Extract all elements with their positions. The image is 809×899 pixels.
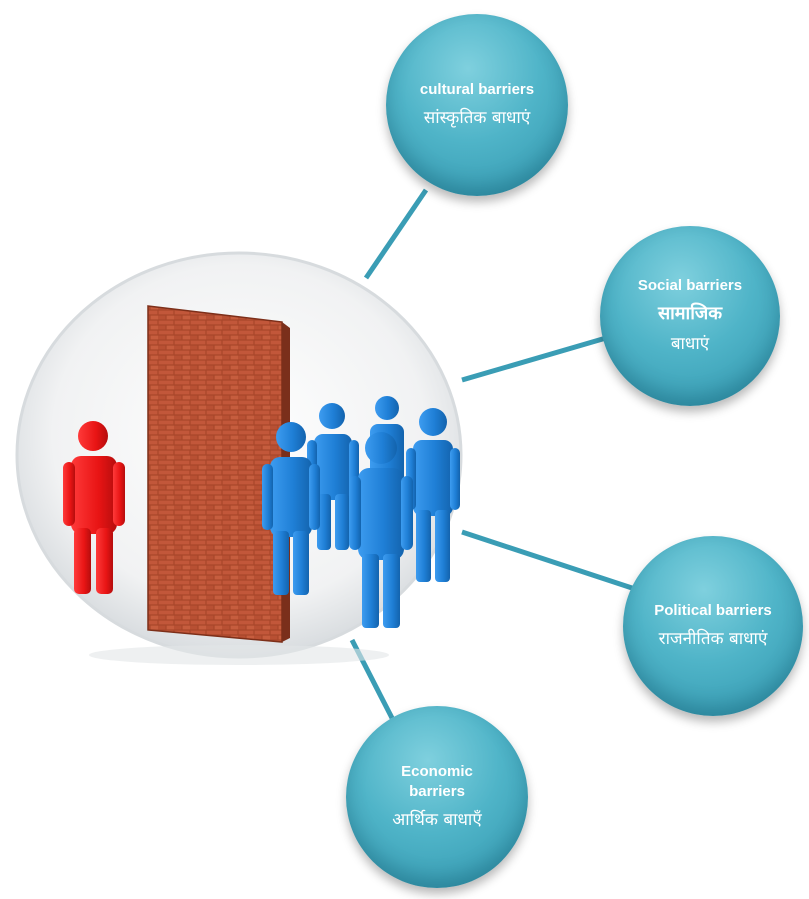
economic-label-en: Economic barriers (401, 763, 473, 800)
social-label-hi-sub: बाधाएं (670, 334, 710, 354)
social-barriers-node: Social barriers सामाजिक बाधाएं (600, 226, 780, 406)
connector-cultural (363, 188, 429, 280)
political-barriers-node: Political barriers राजनीतिक बाधाएं (623, 536, 803, 716)
group-people-icon (262, 396, 460, 628)
social-label-en: Social barriers (637, 277, 743, 294)
isolated-person-icon (63, 421, 125, 594)
cultural-label-hi: सांस्कृतिक बाधाएं (423, 108, 531, 128)
economic-label-hi: आर्थिक बाधाएँ (392, 810, 482, 830)
cultural-label-en: cultural barriers (419, 81, 535, 98)
central-illustration (15, 251, 463, 665)
social-label-hi-main: सामाजिक (657, 303, 723, 324)
political-label-en: Political barriers (654, 602, 772, 619)
connector-political (461, 529, 633, 591)
political-label-hi: राजनीतिक बाधाएं (658, 629, 768, 649)
economic-barriers-node: Economic barriers आर्थिक बाधाएँ (346, 706, 528, 888)
connector-social (461, 335, 607, 383)
cultural-barriers-node: cultural barriers सांस्कृतिक बाधाएं (386, 14, 568, 196)
